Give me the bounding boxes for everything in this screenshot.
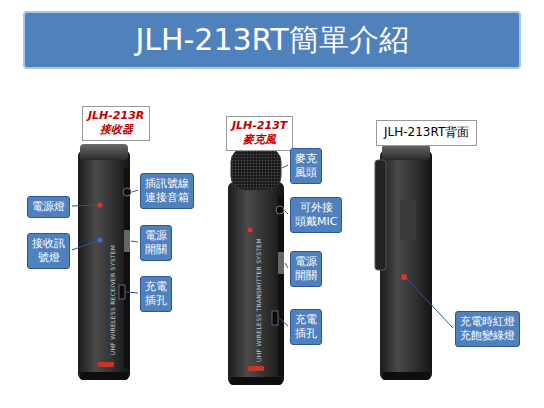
heading-text: 接收器 (88, 123, 144, 137)
brand-logo (98, 362, 114, 367)
charge-port (119, 285, 125, 299)
callout-box: 可外接 頭戴MIC (290, 197, 342, 233)
callout-text: 電源 開關 (295, 255, 317, 283)
callout-box: 電源 開關 (290, 251, 322, 287)
title-banner (24, 12, 520, 68)
device-heading: JLH-213T麥克風 (226, 116, 293, 151)
power-switch (124, 230, 130, 252)
heading-text: JLH-213T (232, 119, 287, 133)
title-area: JLH-213RT簡單介紹 (24, 12, 520, 68)
power-led (98, 203, 103, 208)
leader-line (126, 292, 138, 293)
back-body (380, 150, 432, 380)
microphone-device (228, 148, 284, 385)
mic-charge-port (272, 311, 278, 325)
callout-text: 電源 開關 (145, 229, 167, 257)
leader-line (72, 205, 97, 206)
callout-text: 麥克 風頭 (295, 152, 317, 180)
callout-text: 接收訊 號燈 (32, 237, 65, 265)
device-heading: JLH-213R接收器 (82, 106, 150, 141)
mic-side (278, 196, 284, 376)
receiver-cap (80, 144, 128, 160)
leader-line (407, 279, 453, 328)
back-cap (382, 144, 430, 160)
belt-clip (375, 160, 386, 270)
callout-box: 充電 插孔 (290, 309, 322, 345)
mic-head (231, 148, 281, 190)
mic-body (228, 182, 284, 385)
device-print: UHF WIRELESS RECEIVER SYSTEM (109, 245, 116, 356)
device-print: UHF WIRELESS TRANSMITTER SYSTEM (255, 238, 262, 362)
callout-text: 插訊號線 連接音箱 (145, 177, 189, 205)
receiver-base (80, 372, 128, 380)
leader-lines (72, 165, 453, 328)
callout-box: 電源 開關 (140, 225, 172, 261)
callout-box: 接收訊 號燈 (27, 233, 70, 269)
callout-text: 可外接 頭戴MIC (295, 201, 337, 229)
leader-line (72, 241, 97, 250)
back-label (400, 200, 416, 240)
callout-text: 充電 插孔 (295, 313, 317, 341)
leader-line (131, 241, 138, 242)
signal-led (98, 238, 103, 243)
heading-text: JLH-213R (88, 109, 144, 123)
mic-switch (278, 252, 284, 274)
receiver-body (78, 150, 130, 380)
heading-text: 麥克風 (232, 133, 287, 147)
mic-base (230, 377, 282, 385)
brand-logo (248, 366, 264, 371)
callout-box: 插訊號線 連接音箱 (140, 173, 194, 209)
device-heading: JLH-213RT背面 (376, 120, 477, 146)
callout-box: 充電 插孔 (140, 276, 172, 312)
callout-box: 電源燈 (27, 196, 70, 218)
charge-led (401, 274, 407, 280)
callout-text: 充電時紅燈 充飽變綠燈 (460, 315, 515, 343)
heading-text: JLH-213RT背面 (384, 125, 469, 141)
title: JLH-213RT簡單介紹 (135, 20, 408, 61)
receiver-side (124, 168, 130, 368)
mic-jack (276, 206, 284, 214)
callout-box: 充電時紅燈 充飽變綠燈 (455, 311, 520, 347)
leader-line (279, 318, 288, 326)
mic-led (248, 228, 253, 233)
receiver-device (78, 144, 131, 380)
audio-jack (123, 188, 131, 196)
leader-line (132, 190, 138, 192)
leader-line (282, 165, 288, 168)
back-device (375, 144, 432, 380)
leader-line (285, 211, 288, 214)
callout-box: 麥克 風頭 (290, 148, 322, 184)
callout-text: 電源燈 (32, 200, 65, 214)
leader-line (285, 263, 288, 268)
back-base (382, 372, 430, 380)
callout-text: 充電 插孔 (145, 280, 167, 308)
